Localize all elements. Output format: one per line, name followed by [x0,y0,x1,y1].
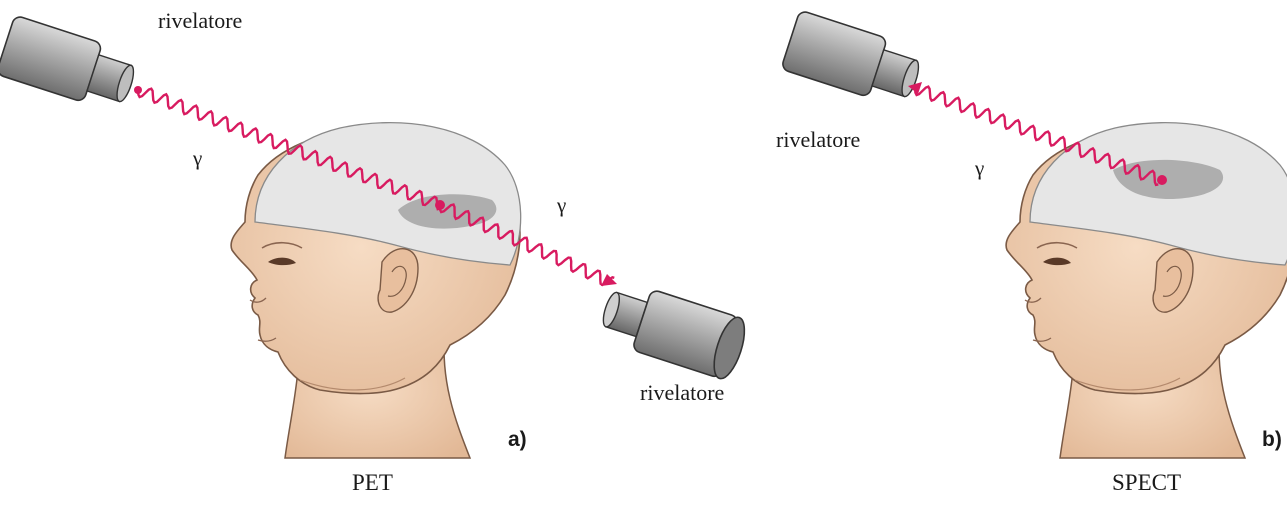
ray-arrowhead-a [601,274,617,286]
head-a [231,123,521,458]
panel-a [0,15,751,458]
detector-b [781,10,926,110]
gamma-label-b: γ [975,156,984,181]
detector-label-a-top: rivelatore [158,8,242,34]
detector-a-bottom [596,277,751,382]
detector-label-b: rivelatore [776,127,860,153]
detector-label-a-bottom: rivelatore [640,380,724,406]
panel-letter-a: a) [508,428,527,452]
gamma-label-a-left: γ [193,146,202,171]
emission-point-b [1157,175,1167,185]
panel-letter-b: b) [1262,428,1282,452]
panel-b [781,10,1287,458]
detector-a-top [0,15,141,115]
caption-spect: SPECT [1112,470,1181,496]
caption-pet: PET [352,470,393,496]
emission-point-a [435,200,445,210]
head-b [1006,123,1287,458]
detector-hit-a [134,86,142,94]
gamma-label-a-right: γ [557,193,566,218]
